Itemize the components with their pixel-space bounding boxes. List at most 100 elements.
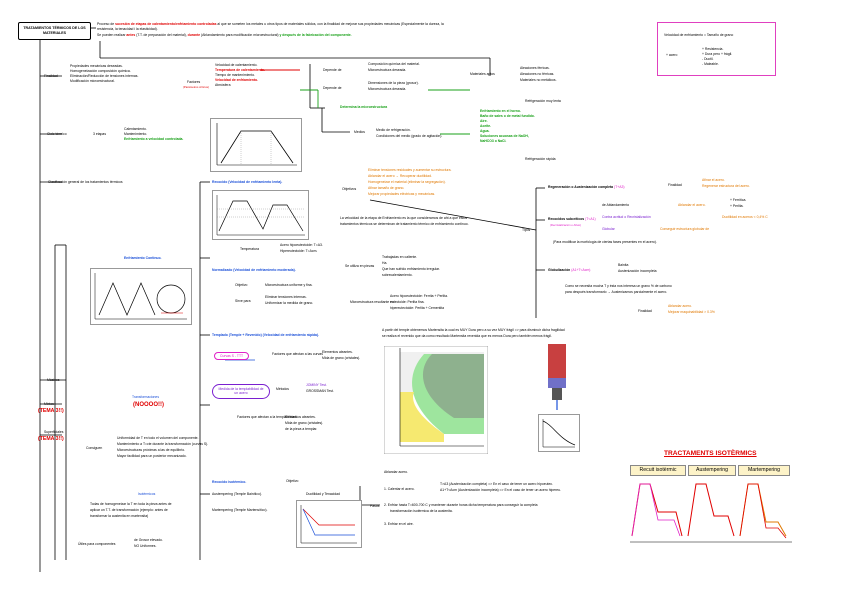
regen-fin-item: Regenerar estructura del acero. (702, 184, 750, 188)
medio-list: Enfriamiento en el horno. (480, 109, 521, 113)
depende-2-item: Microestructura deseada. (368, 87, 407, 91)
factor-item: Velocidad de calentamiento. (215, 63, 258, 67)
masicos-label: Másicos (47, 378, 60, 382)
iso-curves (630, 483, 792, 543)
jominy-image (548, 344, 566, 410)
sirve-item: Uniformizar la medida de grano. (265, 301, 314, 305)
se-utiliza-item: sobrecalentamiento. (382, 273, 413, 277)
normalizado-label: Normalizado (Velocidad de enfriamiento m… (212, 268, 296, 272)
todas-note: aplicar un T.T. de transformación (ejemp… (90, 508, 168, 512)
regen-fin: Finalidad (668, 183, 682, 187)
recocido-label: Recocido (Velocidad de enfriamiento lent… (212, 180, 283, 184)
intro-despues: y después de la fabricación del componen… (279, 33, 352, 37)
objetivo-n-item: Microestructura uniforme y fina. (265, 283, 313, 287)
depende-2: Depende de (323, 86, 342, 90)
ciclo-termico-graph (210, 118, 302, 172)
recocido-graph (212, 190, 309, 240)
factor-item: Temperatura de calentamiento. (215, 68, 265, 72)
factor-temp-item: Mida de grano (cristales). (285, 421, 324, 425)
ciclo-item: Calentamiento. (124, 127, 147, 131)
ductilidad-label: Ductilidad y Tenacidad (306, 492, 340, 496)
main-title-box: TRATAMIENTOS TÉRMICOS DE LOS MATERIALES (18, 22, 91, 40)
subcritico-tag: (T<A1) (585, 217, 596, 221)
consiguen-item: Uniformidad de T en todo el volumen del … (117, 436, 199, 440)
material-item: Aleaciones no férricas. (520, 72, 555, 76)
sirve-item: Eliminar tensiones internas. (265, 295, 307, 299)
factores-sub: (Parámetros críticos) (183, 85, 209, 89)
glob-fin-item: Mejorar maquinabilidad > 0.3% (668, 310, 715, 314)
recocido-iso: Recocido isotérmico. (212, 480, 247, 484)
temp-item: Hipereutectoide: T=Acm. (280, 249, 318, 253)
clasificacion-label: Clasificación general de los tratamiento… (48, 180, 123, 184)
depende-1-item: Microestructura deseada. (368, 68, 407, 72)
objetivos-label: Objetivos (342, 187, 357, 191)
isotermicos-label: Isotérmicos (138, 492, 156, 496)
glob-item: Bainita (618, 263, 629, 267)
transformaciones-label: Transformaciones (132, 395, 160, 399)
jominy-curve (538, 414, 580, 452)
contra-result: Ductilidad en aceros < 0,4% C (722, 215, 768, 219)
medio-list: Aire. (480, 119, 488, 123)
perlita-item: + Ferrítica. (730, 198, 747, 202)
intro-text-cont: al que se someten los metales u otros ti… (216, 22, 444, 26)
glob-text: Globulización (548, 268, 571, 272)
micro-item: hipereutectoide: Perlita + Cementita (390, 306, 444, 310)
martempering: Martempering (Temple Martensítico). (212, 508, 268, 512)
depende-1-item: Composición química del material. (368, 62, 420, 66)
temple-note: se realiza el revenido que da como resul… (382, 334, 552, 338)
regen-fin-item: Afinar el acero. (702, 178, 725, 182)
factor-item: Atmósfera (215, 83, 231, 87)
glob-note: para después transformarlo → Austenizamo… (565, 290, 668, 294)
glob-note: Como se necesita mucha T y ésta nos inte… (565, 284, 672, 288)
micro-label: Microestructura resultante en (350, 300, 394, 304)
mixtos-label: Mixtos (44, 402, 54, 406)
globular-result: Conseguir estructura globular de (660, 227, 710, 231)
subcritico-sub: (Recristalización o Alivio) (550, 223, 582, 227)
regen-label: Regeneración o Austenización completa (T… (548, 185, 625, 189)
noooo-label: (NOOOO!!) (133, 402, 164, 408)
paso-sub: T>A3 (Austenización completa) => En el c… (440, 482, 553, 486)
note-box: Velocidad de enfriamiento = Tamaño de gr… (657, 22, 776, 76)
intro-text: Proceso de (97, 22, 116, 26)
ablandamiento-label: de Ablandamiento (602, 203, 630, 207)
material-item: Materiales no metálicos. (520, 78, 557, 82)
medio-list: Baño de sales o de metal fundido. (480, 114, 535, 118)
tipos-label: Tipos (522, 228, 531, 232)
curvas-label: Curvas S - TTT (214, 352, 250, 361)
refrig-lenta: Refrigeración muy lenta (525, 99, 561, 103)
paso-sub: A1+T<Acm (Austenización incompleta) => E… (440, 488, 562, 492)
globular-label: Globular (602, 227, 615, 231)
iso-tag-austempering: Austempering (688, 465, 736, 476)
iso-chart-title: TRACTAMENTS ISOTÈRMICS (664, 450, 757, 457)
objetivo-item: Homogeneizar el material (eliminar la se… (368, 180, 446, 184)
austempering: Austempering (Temple Bainítico). (212, 492, 262, 496)
ttt-diagram (384, 346, 488, 454)
factor-curva-item: Mida de grano (cristales). (322, 356, 361, 360)
determina-micro: Determina la microestructura (340, 105, 388, 109)
paso-extra: transformación isotérmica de la austenit… (390, 509, 453, 513)
utiles-label: Útiles para componentes (78, 542, 116, 546)
factor-item: Velocidad de enfriamiento. (215, 78, 258, 82)
superficiales-tema: (TEMA 3!!) (38, 436, 64, 442)
note-item: + Dura pero + frágil. (702, 52, 733, 56)
glob-fin-item: Ablandar acero. (668, 304, 692, 308)
paso-item: 1. Calentar el acero. (384, 487, 415, 491)
iso-tag-martempering: Martempering (738, 465, 790, 476)
recocido-note: La velocidad de la etapa de Enfriamiento… (340, 216, 468, 220)
forma-note: (Para modificar la morfología de ciertas… (553, 240, 657, 244)
intro-line-1: Proceso de sucesión de etapas de calenta… (97, 22, 444, 26)
iso-small-graph (296, 500, 362, 548)
medio-list: Agua. (480, 129, 490, 133)
recocido-note: tratamientos térmicos se determinan de t… (340, 222, 469, 226)
ciclo-item: Mantenimiento. (124, 132, 148, 136)
factor-item: Tiempo de mantenimiento. (215, 73, 256, 77)
enfriamiento-label: Enfriamiento Continuo. (124, 256, 162, 260)
finalidad-item: Propiedades mecánicas deseadas. (70, 64, 123, 68)
medio-list: NaHCO3 o NaCl. (480, 139, 507, 143)
se-utiliza: Se utiliza en piezas (345, 264, 375, 268)
medida-templabilidad: Medida de la templabilidad de un acero (212, 384, 270, 399)
paso-item: 2. Enfriar hasta T=600-700 C y mantener … (384, 503, 538, 507)
micro-item: eutectoide: Perlita fina. (390, 300, 425, 304)
medios-item: Medio de refrigeración. (376, 128, 411, 132)
factor-temp-item: de la pieza a templar. (285, 427, 318, 431)
